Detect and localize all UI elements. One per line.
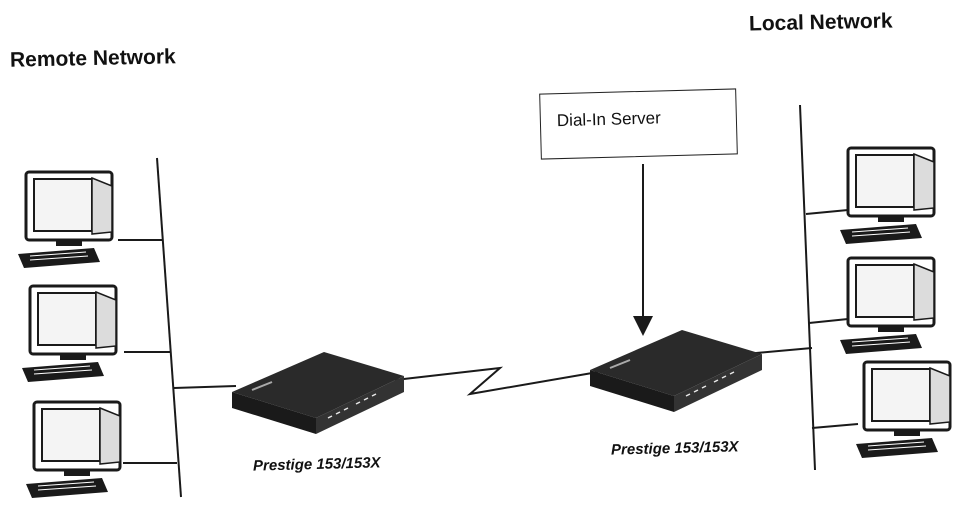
computer-icon bbox=[838, 256, 936, 356]
dial-in-server-box: Dial-In Server bbox=[539, 88, 738, 160]
left-router-label: Prestige 153/153X bbox=[252, 454, 381, 475]
computer-icon bbox=[838, 146, 936, 246]
computer-icon bbox=[20, 284, 118, 384]
wan-link bbox=[394, 366, 599, 396]
remote-network-bus bbox=[156, 157, 182, 498]
router-icon bbox=[589, 329, 763, 413]
local-network-title: Local Network bbox=[748, 9, 893, 36]
remote-network-title: Remote Network bbox=[9, 45, 176, 72]
computer-icon bbox=[16, 170, 114, 270]
router-icon bbox=[231, 351, 405, 435]
local-network-bus bbox=[799, 104, 816, 471]
dial-in-server-label: Dial-In Server bbox=[556, 108, 662, 131]
computer-icon bbox=[854, 360, 952, 460]
right-router-label: Prestige 153/153X bbox=[610, 438, 739, 459]
computer-icon bbox=[24, 400, 122, 500]
